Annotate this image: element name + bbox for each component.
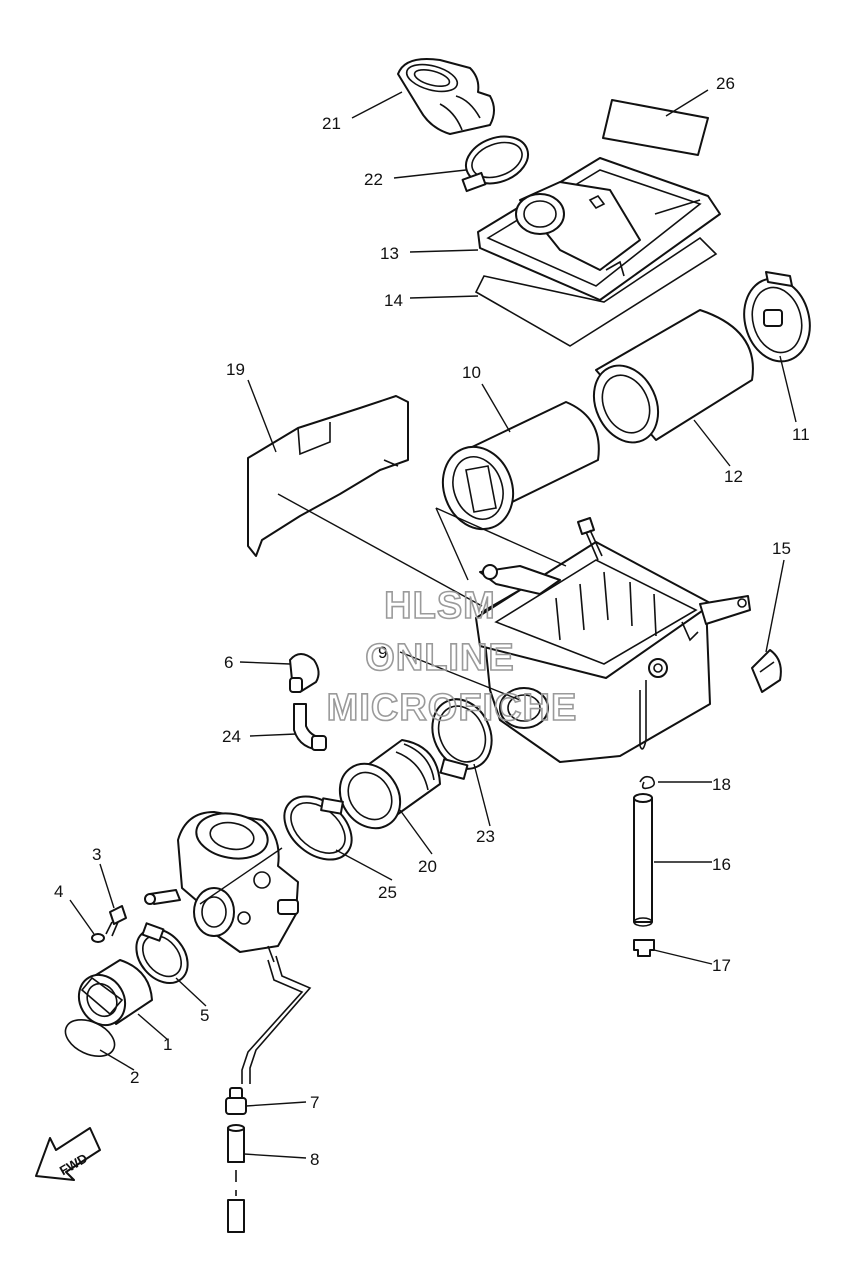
part-23-clamp (431, 698, 493, 780)
callout-20: 20 (418, 857, 437, 876)
part-3-screw (105, 905, 127, 937)
callout-25: 25 (378, 883, 397, 902)
part-12-outer-filter (592, 309, 754, 444)
part-19-heat-shield (247, 395, 409, 557)
callouts: 1 2 3 4 5 6 7 8 9 10 11 12 13 14 15 16 1… (54, 74, 810, 1169)
part-25-clamp (283, 795, 353, 861)
watermark: HLSM ONLINE MICROFICHE (326, 584, 578, 730)
carburetor-drain-tube (241, 955, 312, 1084)
air-box (475, 541, 751, 763)
callout-7: 7 (310, 1093, 319, 1112)
part-5-clamp (135, 922, 189, 984)
callout-23: 23 (476, 827, 495, 846)
callout-16: 16 (712, 855, 731, 874)
callout-13: 13 (380, 244, 399, 263)
callout-17: 17 (712, 956, 731, 975)
fwd-direction-marker: FWD (35, 1127, 101, 1181)
watermark-line-1: HLSM (384, 585, 496, 627)
callout-15: 15 (772, 539, 791, 558)
air-box-bolt (577, 517, 603, 561)
part-7-fitting (225, 1087, 247, 1115)
callout-12: 12 (724, 467, 743, 486)
callout-4: 4 (54, 882, 63, 901)
part-16-drain-hose (633, 793, 653, 927)
callout-9: 9 (378, 643, 387, 662)
part-8-hose (227, 1124, 245, 1233)
part-14-gasket (474, 236, 718, 347)
part-24-breather-hose (293, 703, 327, 751)
callout-2: 2 (130, 1068, 139, 1087)
callout-14: 14 (384, 291, 403, 310)
part-2-o-ring (64, 1019, 116, 1057)
callout-24: 24 (222, 727, 241, 746)
callout-19: 19 (226, 360, 245, 379)
callout-6: 6 (224, 653, 233, 672)
part-26-label (602, 99, 709, 156)
part-20-joint (338, 739, 441, 830)
callout-26: 26 (716, 74, 735, 93)
callout-22: 22 (364, 170, 383, 189)
part-18-clip (639, 775, 656, 790)
callout-1: 1 (163, 1035, 172, 1054)
callout-21: 21 (322, 114, 341, 133)
part-4-washer (91, 933, 105, 943)
part-15-clip (751, 649, 782, 693)
callout-8: 8 (310, 1150, 319, 1169)
carburetor (144, 811, 299, 963)
callout-10: 10 (462, 363, 481, 382)
watermark-line-2: ONLINE (365, 637, 515, 679)
callout-5: 5 (200, 1006, 209, 1025)
callout-11: 11 (792, 425, 810, 444)
part-1-carburetor-joint (77, 959, 153, 1027)
part-10-filter-element (441, 401, 600, 531)
part-11-end-cap (743, 271, 811, 363)
part-22-clamp (461, 135, 529, 193)
callout-3: 3 (92, 845, 101, 864)
callout-18: 18 (712, 775, 731, 794)
part-17-drain-plug (633, 939, 655, 957)
watermark-line-3: MICROFICHE (327, 687, 578, 729)
leader-lines (69, 89, 797, 1159)
part-13-air-box-cover (477, 157, 721, 301)
part-6-breather-cap (289, 653, 320, 693)
part-21-intake-duct (397, 58, 495, 135)
